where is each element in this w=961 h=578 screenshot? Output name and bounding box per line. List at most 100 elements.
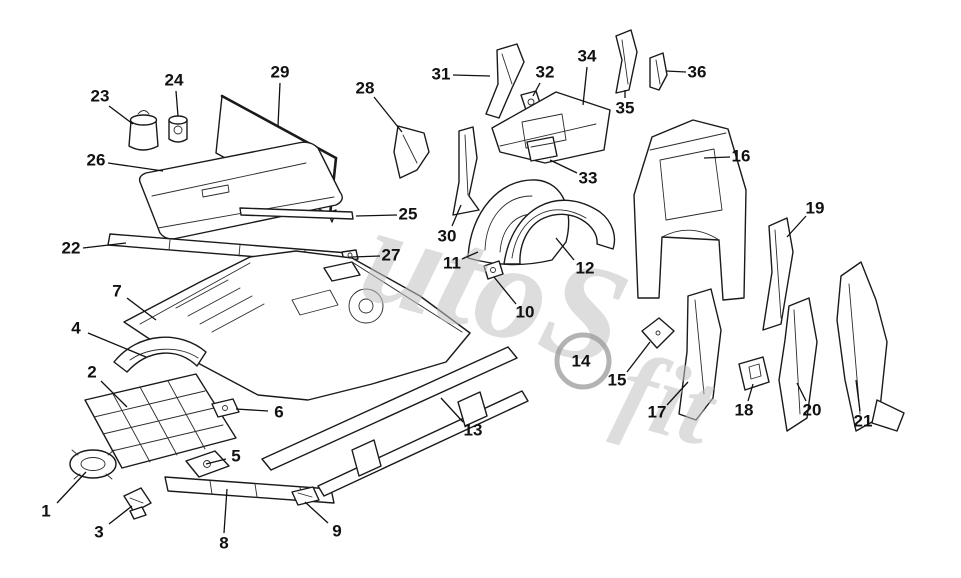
part-number-12: 12 [576,259,595,278]
part-number-3: 3 [94,523,103,542]
part-2-ribbed-floor [84,373,237,469]
part-7-floor-pan [123,250,471,401]
leader-line-3 [108,505,133,525]
leader-line-30 [451,204,462,227]
part-number-8: 8 [219,534,228,553]
part-number-9: 9 [332,522,341,541]
part-number-14: 14 [572,352,591,371]
part-9-bracket [291,486,320,506]
leader-line-6 [235,408,269,412]
part-number-17: 17 [648,403,667,422]
part-21-quarter-panel [836,261,905,432]
leader-line-5 [205,458,227,465]
part-number-27: 27 [382,246,401,265]
part-16-quarter-inner-frame [633,119,747,301]
part-number-1: 1 [41,502,50,521]
part-number-31: 31 [432,65,451,84]
part-28-side-panel [393,125,430,179]
part-34-upper-quarter-panel [491,91,611,164]
part-17-pillar-panel [678,288,722,421]
part-15-bracket [641,317,675,349]
part-number-10: 10 [516,303,535,322]
part-number-36: 36 [688,63,707,82]
part-35-pillar-strip [615,29,638,94]
part-26-parcel-shelf [138,141,343,240]
part-number-30: 30 [438,227,457,246]
leader-line-27 [351,255,381,258]
part-24-pump [168,115,188,143]
leader-line-9 [304,501,329,524]
part-1-grommet [69,449,117,480]
part-31-pillar-upper [485,43,525,119]
leader-line-16 [703,156,731,159]
part-number-13: 13 [464,421,483,440]
part-number-5: 5 [231,447,240,466]
part-30-pillar-trim [452,126,480,216]
part-number-23: 23 [91,87,110,106]
leader-line-20 [796,382,807,402]
part-number-11: 11 [443,254,461,273]
part-20-rear-pillar [778,297,818,432]
leader-line-34 [582,66,588,106]
part-number-6: 6 [274,403,283,422]
part-number-26: 26 [87,151,106,170]
part-number-25: 25 [399,205,418,224]
part-number-24: 24 [165,71,184,90]
part-number-16: 16 [732,147,751,166]
part-number-19: 19 [806,199,825,218]
watermark-text-secondary: fit [606,330,731,469]
leader-line-18 [747,383,754,402]
leader-line-29 [277,82,281,127]
parts-layer [69,29,905,520]
part-36-strip [649,52,668,91]
part-4-arch-strip [113,336,207,373]
part-33-bracket [526,136,558,162]
leader-line-24 [175,90,179,117]
leader-line-15 [626,341,651,373]
leader-line-19 [786,215,807,238]
part-number-20: 20 [803,401,822,420]
leader-line-12 [555,237,575,261]
leader-line-1 [56,471,87,504]
leader-line-13 [440,397,464,423]
part-number-28: 28 [356,79,375,98]
part-number-35: 35 [616,99,635,118]
leader-line-21 [855,379,861,412]
part-10-clip [483,260,504,280]
part-number-34: 34 [578,47,597,66]
leader-line-7 [126,297,157,321]
part-number-2: 2 [87,363,96,382]
part-6-bracket [211,398,240,418]
part-number-7: 7 [112,282,121,301]
leader-line-36 [665,70,687,73]
watermark-ring [554,332,612,390]
part-25-trim-strip [239,207,354,220]
part-number-32: 32 [536,63,555,82]
leader-line-4 [87,332,147,358]
leader-line-31 [452,74,491,77]
part-number-21: 21 [854,412,873,431]
part-number-18: 18 [735,401,754,420]
part-18-bracket [738,356,770,391]
leader-line-2 [100,380,128,408]
leader-line-8 [223,488,228,534]
part-23-reservoir [128,110,159,151]
leader-line-10 [493,276,517,305]
part-number-33: 33 [579,169,598,188]
leader-line-26 [107,162,164,172]
leader-line-11 [461,251,479,260]
leader-line-17 [666,381,689,406]
part-19-pillar-reinforcement [762,217,794,331]
part-13-chassis-rails [261,346,529,497]
leader-line-23 [108,105,134,125]
part-number-22: 22 [62,239,81,258]
part-number-4: 4 [71,319,81,338]
part-12-wheel-arch [503,199,616,265]
leader-line-33 [549,159,578,174]
part-number-29: 29 [271,63,290,82]
leader-line-32 [532,82,541,97]
leader-line-22 [82,242,127,249]
